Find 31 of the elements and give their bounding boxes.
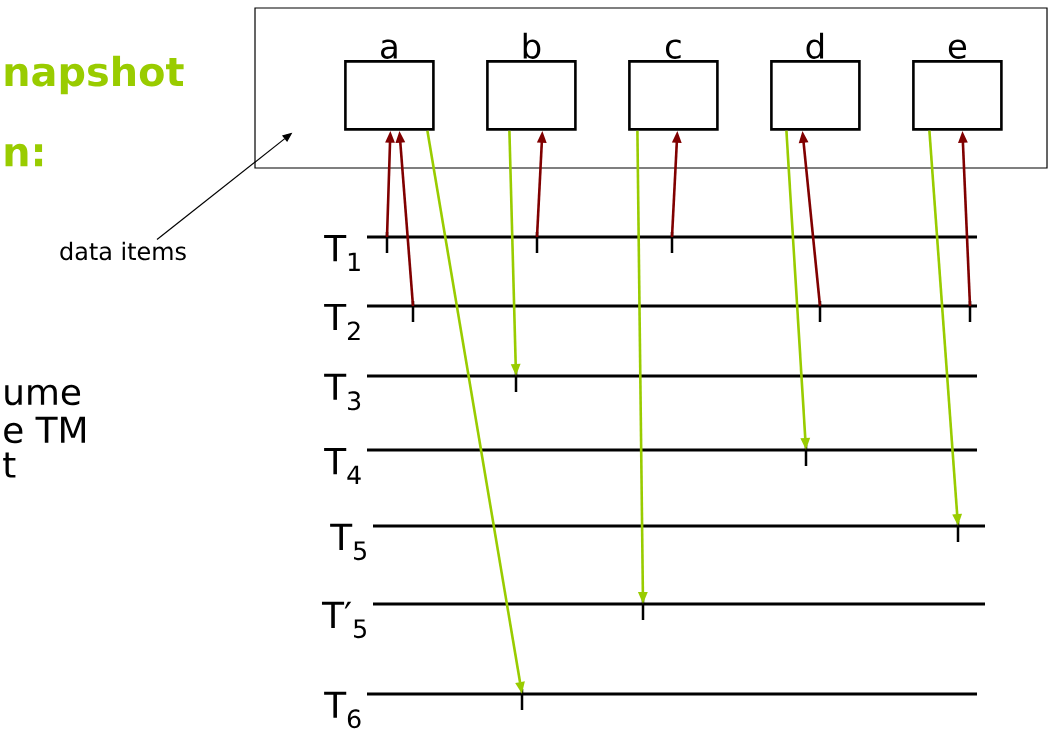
data-item-box: b — [486, 32, 577, 131]
body-text: ume — [5, 384, 81, 406]
heading-text: n: — [5, 143, 43, 167]
timeline: T$_{2}$ — [324, 303, 977, 341]
node-label: T$_{5}$ — [330, 523, 366, 561]
node-label: c — [665, 39, 681, 59]
data-item-box: d — [770, 32, 861, 131]
data-item-box: c — [628, 39, 719, 131]
timeline: T$_{4}$ — [324, 448, 977, 484]
timeline: T′$_{5}$ — [321, 601, 985, 639]
timeline: T$_{1}$ — [324, 235, 977, 271]
node-label: a — [381, 39, 397, 59]
node-label: T$_{3}$ — [324, 373, 361, 411]
heading-text: napshot — [5, 55, 184, 95]
body-text: t — [3, 452, 16, 478]
node-label: e — [948, 39, 967, 59]
frame-box — [254, 7, 1048, 169]
timeline: T$_{6}$ — [324, 691, 977, 729]
timeline: T$_{5}$ — [330, 523, 985, 561]
node-label: d — [806, 32, 824, 59]
node-label: T$_{6}$ — [324, 691, 361, 729]
data-item-box: a — [344, 39, 435, 131]
annotation-text: data items — [60, 241, 186, 261]
node-label: T′$_{5}$ — [321, 601, 366, 639]
timeline: T$_{3}$ — [324, 373, 977, 411]
node-label: b — [523, 32, 541, 59]
data-item-box: e — [912, 39, 1003, 131]
node-label: T$_{2}$ — [324, 303, 360, 341]
node-label: T$_{1}$ — [324, 235, 360, 271]
body-text: e TM — [4, 416, 85, 444]
node-label: T$_{4}$ — [324, 448, 361, 484]
